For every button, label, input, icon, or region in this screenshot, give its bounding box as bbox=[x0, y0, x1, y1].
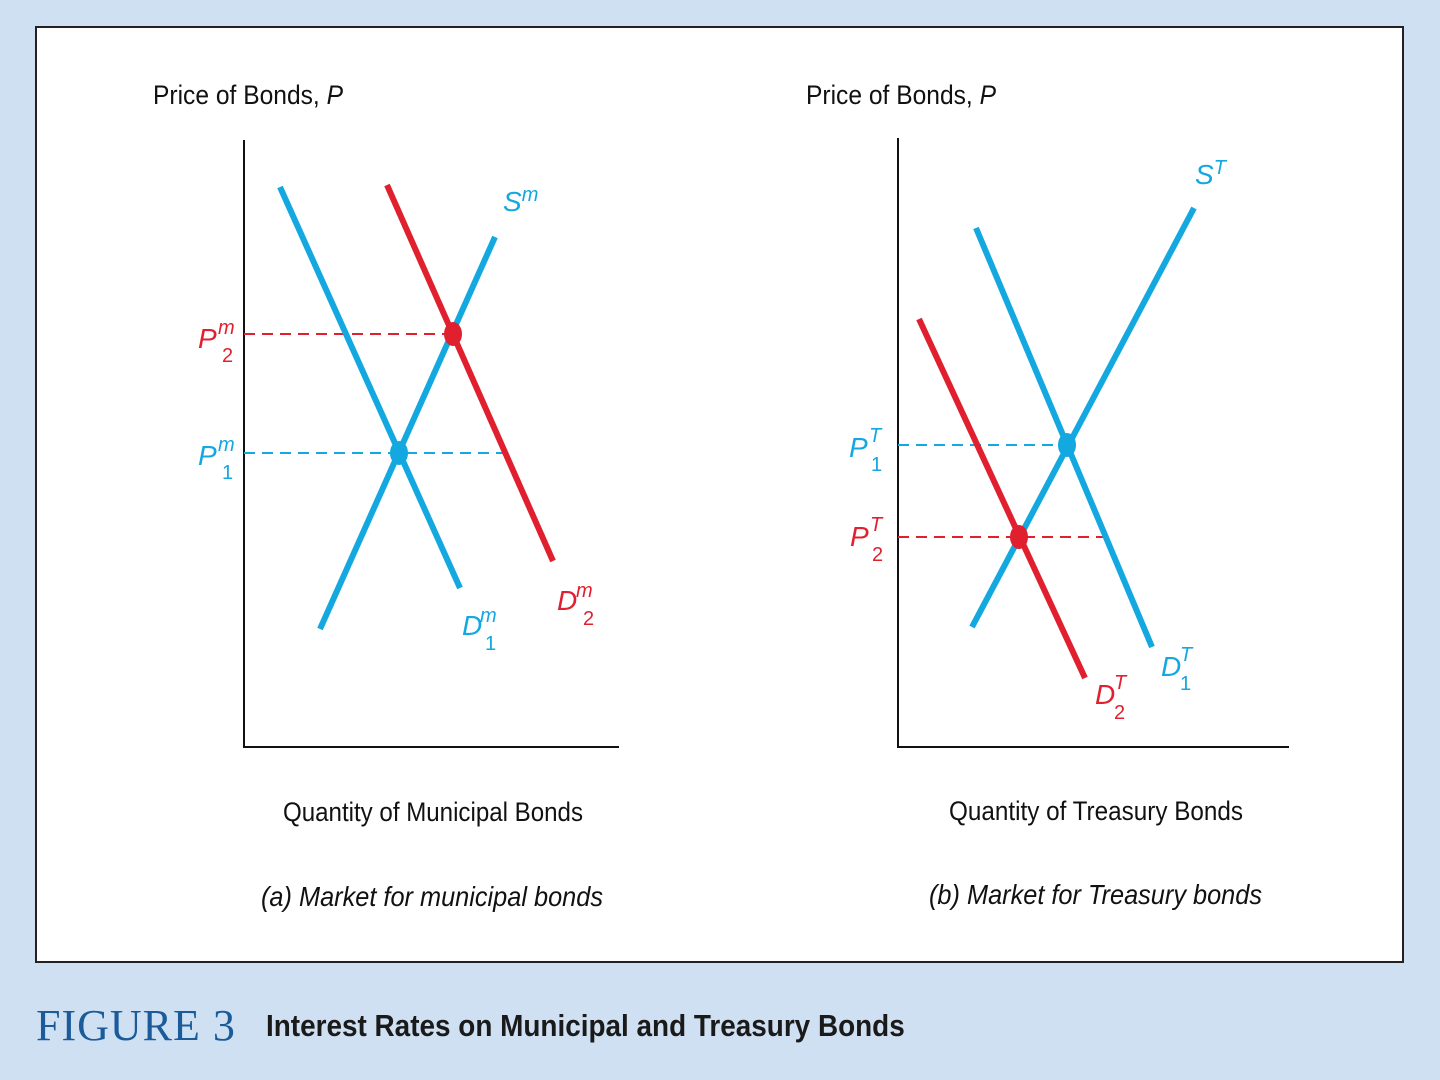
panel-b-equilibrium-2 bbox=[1010, 525, 1028, 549]
panel-b-equilibrium-1 bbox=[1058, 433, 1076, 457]
panel-b-supply-curve bbox=[972, 208, 1194, 627]
bond-market-diagram: Price of Bonds, P Sm D m 1 D m 2 P m 2 P… bbox=[37, 28, 1402, 961]
panel-a-demand2-label: D bbox=[557, 585, 577, 616]
panel-b-demand1-label: D bbox=[1161, 651, 1181, 682]
figure-caption: FIGURE 3 Interest Rates on Municipal and … bbox=[36, 1000, 976, 1056]
panel-b-subtitle: (b) Market for Treasury bonds bbox=[929, 879, 1262, 910]
panel-b-demand2-sub: 2 bbox=[1114, 702, 1125, 724]
panel-a-price2-sup: m bbox=[218, 317, 235, 339]
panel-a-price1-label: P bbox=[198, 440, 217, 471]
panel-b-demand2-label: D bbox=[1095, 679, 1115, 710]
panel-b-treasury: Price of Bonds, P ST D T 1 D T 2 P T 1 P… bbox=[806, 80, 1289, 910]
panel-b-price2-sub: 2 bbox=[872, 544, 883, 566]
panel-a-supply-label: Sm bbox=[503, 184, 538, 217]
panel-b-demand1-sup: T bbox=[1180, 644, 1194, 666]
panel-a-demand2-sub: 2 bbox=[583, 608, 594, 630]
panel-a-x-axis-label: Quantity of Municipal Bonds bbox=[283, 797, 583, 827]
figure-panel: Price of Bonds, P Sm D m 1 D m 2 P m 2 P… bbox=[35, 26, 1404, 963]
figure-title: Interest Rates on Municipal and Treasury… bbox=[266, 1008, 905, 1044]
panel-a-price2-label: P bbox=[198, 323, 217, 354]
panel-b-demand2-curve bbox=[919, 319, 1085, 678]
panel-a-municipal: Price of Bonds, P Sm D m 1 D m 2 P m 2 P… bbox=[153, 80, 619, 912]
panel-a-demand1-sub: 1 bbox=[485, 633, 496, 655]
panel-a-price1-sub: 1 bbox=[222, 462, 233, 484]
panel-b-price1-sub: 1 bbox=[871, 454, 882, 476]
panel-a-y-axis-label: Price of Bonds, P bbox=[153, 80, 343, 110]
panel-b-price1-sup: T bbox=[869, 425, 883, 447]
figure-number: FIGURE 3 bbox=[36, 1000, 236, 1051]
panel-b-price1-label: P bbox=[849, 432, 868, 463]
panel-b-demand2-sup: T bbox=[1114, 672, 1128, 694]
panel-b-supply-label: ST bbox=[1195, 157, 1228, 190]
panel-a-price2-sub: 2 bbox=[222, 345, 233, 367]
panel-b-price2-label: P bbox=[850, 521, 869, 552]
panel-a-equilibrium-1 bbox=[390, 441, 408, 465]
panel-a-demand2-sup: m bbox=[576, 580, 593, 602]
panel-a-demand2-curve bbox=[387, 185, 553, 561]
panel-b-price2-sup: T bbox=[870, 514, 884, 536]
panel-a-demand1-sup: m bbox=[480, 605, 497, 627]
panel-b-x-axis-label: Quantity of Treasury Bonds bbox=[949, 796, 1243, 826]
panel-a-equilibrium-2 bbox=[444, 322, 462, 346]
panel-b-y-axis-label: Price of Bonds, P bbox=[806, 80, 996, 110]
panel-b-demand1-sub: 1 bbox=[1180, 673, 1191, 695]
panel-a-demand1-curve bbox=[280, 187, 460, 588]
panel-a-price1-sup: m bbox=[218, 434, 235, 456]
panel-a-supply-curve bbox=[320, 237, 495, 629]
panel-a-subtitle: (a) Market for municipal bonds bbox=[261, 881, 603, 912]
